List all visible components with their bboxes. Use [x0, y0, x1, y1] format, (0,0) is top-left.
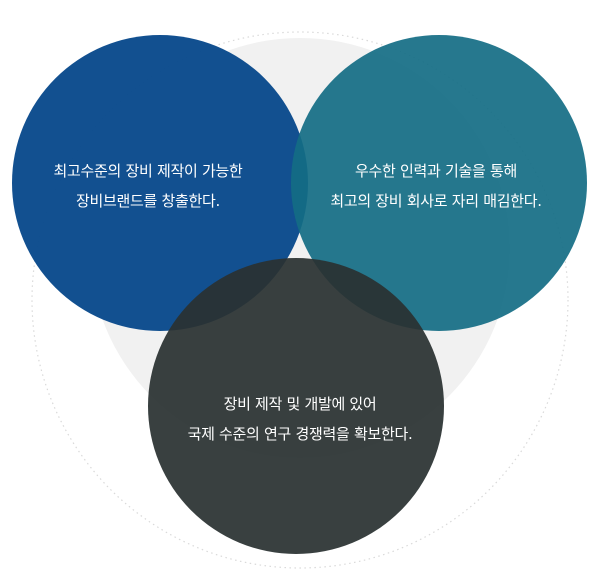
- circle-left-line-2: 장비브랜드를 창출한다.: [76, 192, 220, 210]
- circle-left-caption: 최고수준의 장비 제작이 가능한 장비브랜드를 창출한다.: [28, 156, 268, 216]
- circle-right-caption: 우수한 인력과 기술을 통해 최고의 장비 회사로 자리 매김한다.: [306, 156, 566, 216]
- outer-dotted-ring: [31, 31, 569, 569]
- circle-bottom: [148, 258, 444, 554]
- circle-left-line-1: 최고수준의 장비 제작이 가능한: [53, 162, 243, 180]
- circle-bottom-line-2: 국제 수준의 연구 경쟁력을 확보한다.: [187, 425, 413, 443]
- circle-right-line-2: 최고의 장비 회사로 자리 매김한다.: [330, 192, 542, 210]
- circle-left: [12, 35, 308, 331]
- circle-right: [291, 35, 587, 331]
- circle-bottom-caption: 장비 제작 및 개발에 있어 국제 수준의 연구 경쟁력을 확보한다.: [160, 389, 440, 449]
- circle-right-line-1: 우수한 인력과 기술을 통해: [355, 162, 517, 180]
- circle-bottom-line-1: 장비 제작 및 개발에 있어: [223, 395, 377, 413]
